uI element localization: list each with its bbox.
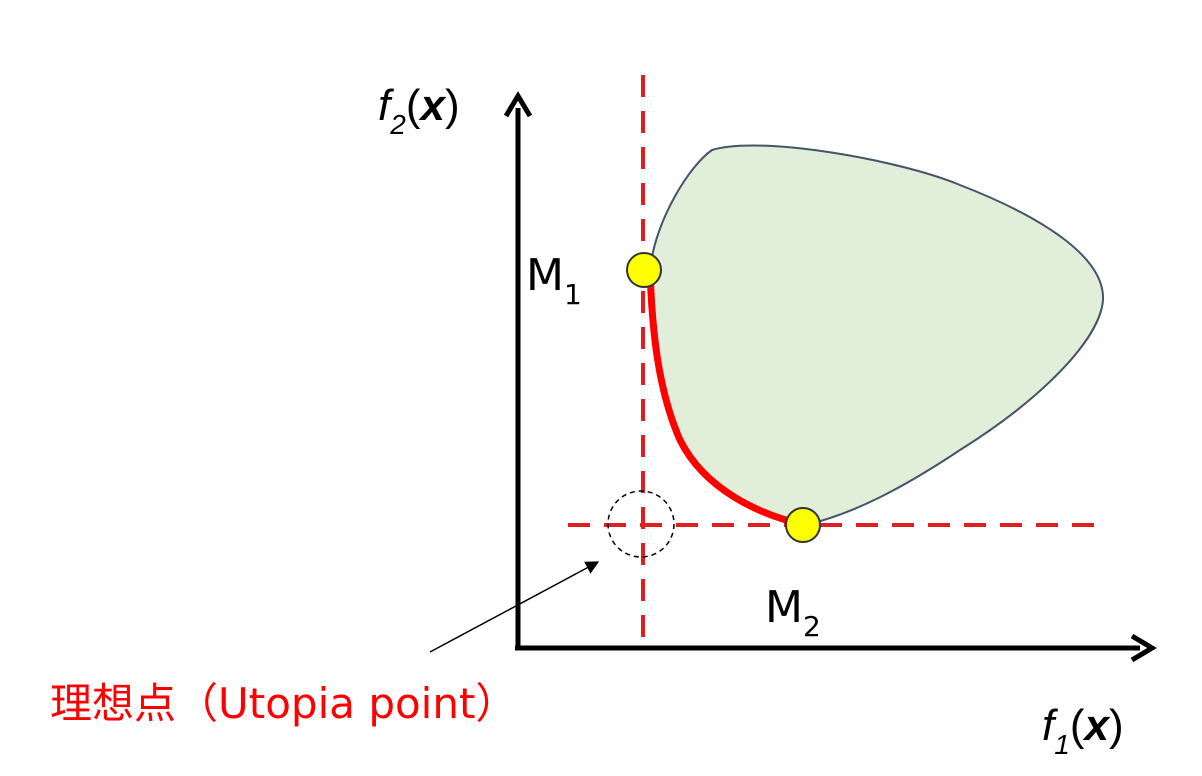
utopia-pointer-arrow [429, 561, 600, 653]
pareto-front [646, 266, 809, 529]
utopia-point-circle [607, 490, 675, 558]
utopia-point-label: 理想点（Utopia point） [50, 679, 517, 728]
x-axis-arrowhead [1130, 633, 1157, 663]
m2-marker [785, 507, 821, 543]
m1-marker [626, 252, 662, 288]
m1-label: M1 [526, 250, 582, 311]
feasible-region [648, 144, 1105, 527]
y-axis-arrowhead [503, 91, 533, 118]
y-axis-label: f2(x) [378, 81, 460, 140]
x-axis-label: f1(x) [1042, 701, 1124, 760]
m2-label: M2 [765, 582, 821, 643]
